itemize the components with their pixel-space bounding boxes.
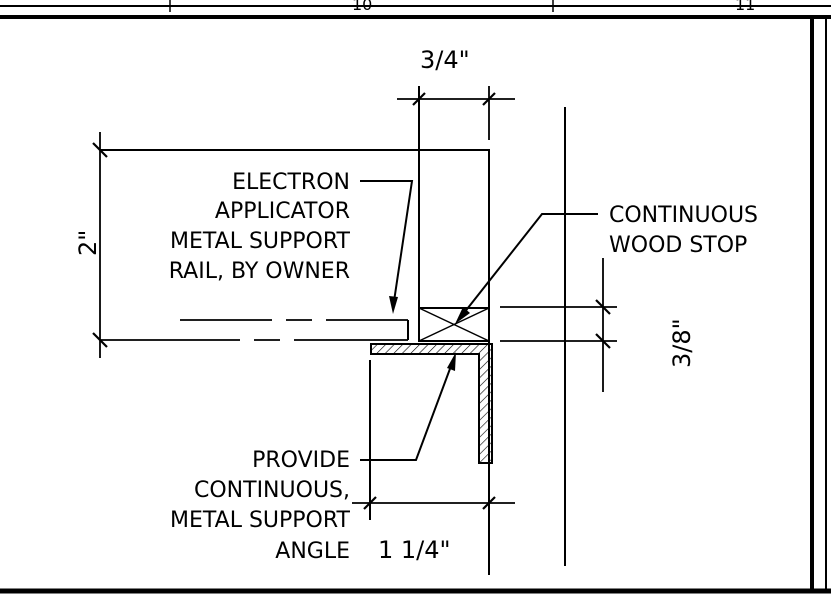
label-line: ELECTRON <box>232 170 350 195</box>
sheet-border <box>0 15 831 594</box>
label-electron-applicator: ELECTRON APPLICATOR METAL SUPPORT RAIL, … <box>169 170 414 314</box>
label-support-angle: PROVIDE CONTINUOUS, METAL SUPPORT ANGLE <box>170 352 456 564</box>
dim-top-width-label: 3/4" <box>420 46 470 74</box>
label-line: CONTINUOUS, <box>194 478 350 503</box>
dim-height: 2" <box>74 132 108 358</box>
label-line: PROVIDE <box>252 448 350 473</box>
dim-height-label: 2" <box>74 230 102 256</box>
rail-lines <box>100 306 617 342</box>
dim-bottom-width-label: 1 1/4" <box>378 536 451 564</box>
wood-stop <box>418 307 490 342</box>
support-angle <box>370 343 493 464</box>
label-line: WOOD STOP <box>609 233 747 258</box>
label-line: APPLICATOR <box>215 199 350 224</box>
dim-stop-height-label: 3/8" <box>668 318 696 368</box>
label-wood-stop: CONTINUOUS WOOD STOP <box>455 203 758 324</box>
dim-top-width: 3/4" <box>397 46 515 140</box>
ruler-tick-10: 10 <box>352 0 372 14</box>
top-ruler: 10 11 <box>0 0 831 14</box>
label-line: METAL SUPPORT <box>170 508 351 533</box>
ruler-tick-11: 11 <box>735 0 755 14</box>
label-line: ANGLE <box>275 539 350 564</box>
label-line: RAIL, BY OWNER <box>169 259 350 284</box>
dim-bottom-width: 1 1/4" <box>352 496 515 564</box>
dim-stop-height: 3/8" <box>595 258 696 392</box>
label-line: METAL SUPPORT <box>170 229 351 254</box>
label-line: CONTINUOUS <box>609 203 758 228</box>
